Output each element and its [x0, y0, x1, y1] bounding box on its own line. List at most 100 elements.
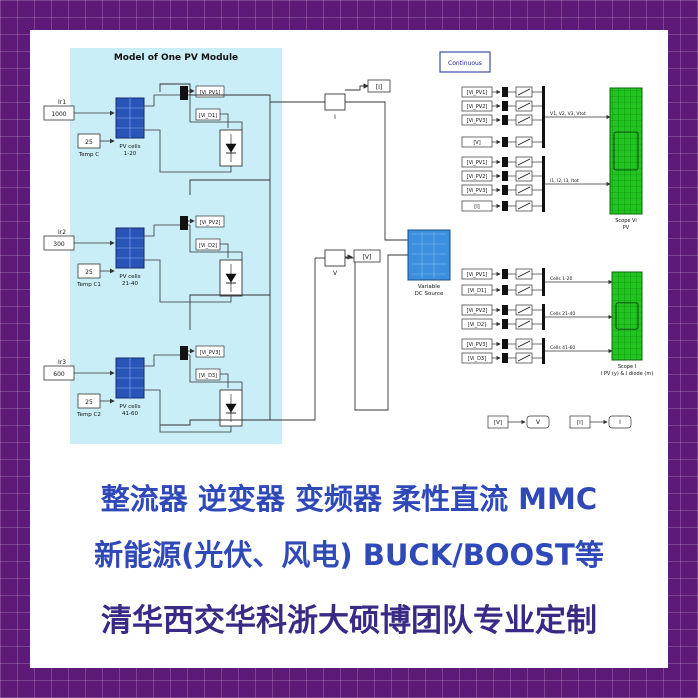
scope-gain-block[interactable] [502, 353, 508, 363]
diode-wire-top [189, 225, 243, 260]
dc-source-block[interactable] [407, 229, 451, 281]
temp-value: 25 [85, 269, 93, 276]
voltage-measure-block[interactable] [180, 216, 188, 230]
continuous-label: Continuous [448, 60, 482, 67]
pv-module-area [70, 48, 282, 444]
irradiance-value: 1000 [51, 111, 66, 118]
scope-input-label: [Vi_PV3] [467, 342, 488, 348]
voltage-measure-block[interactable] [180, 86, 188, 100]
current-goto-tag[interactable] [367, 79, 391, 93]
scope-gain-block[interactable] [502, 115, 508, 125]
scope-mux[interactable] [542, 338, 545, 364]
voltage-goto-label: [V] [363, 254, 372, 261]
pv-cell-label: PV cells [119, 144, 140, 150]
voltage-sensor[interactable] [324, 249, 346, 267]
scope-gain-block[interactable] [502, 285, 508, 295]
scope-conv-icon [517, 88, 531, 96]
scope-mux[interactable] [542, 86, 545, 148]
pv-cell-label: PV cells [119, 404, 140, 410]
voltage-measure-block[interactable] [180, 346, 188, 360]
scope-conv-icon [517, 138, 531, 146]
diode-wire-top [189, 95, 243, 130]
current-sensor-symbol: I [334, 114, 336, 121]
scope-gain-block[interactable] [502, 101, 508, 111]
scope-gain-block[interactable] [502, 201, 508, 211]
scope-conv-icon [517, 202, 531, 210]
scope-gain-block[interactable] [502, 137, 508, 147]
scope-conv-icon [517, 158, 531, 166]
irradiance-value: 600 [53, 371, 65, 378]
scope-trace [615, 302, 639, 330]
diode-wire-bottom [159, 424, 232, 433]
scope-mux[interactable] [542, 156, 545, 212]
goto-tag-top-label: [Vi_PV3] [200, 350, 221, 356]
continuous-block[interactable] [439, 51, 491, 73]
scope-gain-block[interactable] [502, 185, 508, 195]
goto-tag-bottom[interactable] [195, 108, 221, 121]
caption-line-3: 清华西交华科浙大硕博团队专业定制 [101, 603, 597, 639]
module-title: Model of One PV Module [114, 53, 238, 63]
goto-tag-top-label: [Vi_PV1] [200, 90, 221, 96]
scope-conv-icon [517, 102, 531, 110]
from-tag-label: [V] [494, 420, 502, 426]
workspace-block[interactable] [526, 415, 550, 429]
goto-tag-top[interactable] [195, 345, 225, 358]
scope-input-label: [Vi_PV2] [467, 104, 488, 110]
pv-cell-range: 41-60 [122, 411, 138, 417]
scope-gain-block[interactable] [502, 87, 508, 97]
workspace-label: I [619, 419, 621, 426]
pv-negative-wire [144, 129, 161, 164]
scope-grid [612, 272, 642, 360]
scope-gain-block[interactable] [502, 319, 508, 329]
scope-mux[interactable] [542, 304, 545, 330]
workspace-label: V [536, 419, 541, 426]
irradiance-value: 300 [53, 241, 65, 248]
goto-tag-top[interactable] [195, 215, 225, 228]
temp-label: Temp C2 [76, 412, 101, 418]
scope-conv-icon [517, 116, 531, 124]
scope-subtitle: PV [623, 225, 630, 231]
workspace-block[interactable] [608, 415, 632, 429]
scope-input-label: [I] [474, 204, 479, 210]
scope-mux-label: Cells 41-60 [550, 345, 575, 351]
scope-input-label: [Vi_PV1] [467, 90, 488, 96]
current-sensor[interactable] [324, 93, 346, 111]
pv-cell-range: 1-20 [124, 151, 137, 157]
scope-gain-block[interactable] [502, 157, 508, 167]
scope-gain-block[interactable] [502, 339, 508, 349]
scope-input-label: [Vi_PV3] [467, 188, 488, 194]
goto-tag-top[interactable] [195, 85, 225, 98]
scope-mux-label: Cells 21-40 [550, 311, 575, 317]
scope-conv-icon [517, 270, 531, 278]
scope-conv-icon [517, 354, 531, 362]
irradiance-label: Ir3 [58, 359, 66, 366]
pv-negative-wire [144, 389, 161, 424]
goto-tag-top-label: [Vi_PV2] [200, 220, 221, 226]
scope-input-label: [Vi_PV3] [467, 118, 488, 124]
temp-value: 25 [85, 399, 93, 406]
scope-gain-block[interactable] [502, 305, 508, 315]
scope-mux[interactable] [542, 268, 545, 296]
scope-input-label: [Vi_D3] [468, 356, 486, 362]
diode-wire-top [189, 355, 243, 390]
voltage-goto-tag[interactable] [353, 249, 381, 263]
goto-tag-bottom[interactable] [195, 238, 221, 251]
scope-gain-block[interactable] [502, 171, 508, 181]
goto-tag-bottom[interactable] [195, 368, 221, 381]
scope-input-label: [V] [473, 140, 480, 146]
pv-positive-wire [144, 94, 190, 107]
scope-mux-label: I1, I2, I3, Itot [550, 178, 579, 184]
scope-gain-block[interactable] [502, 269, 508, 279]
scope-conv-icon [517, 186, 531, 194]
scope-mux-label: V1, V2, V3, Vtot [550, 111, 586, 117]
current-goto-label: [I] [376, 84, 382, 91]
scope-i-group: [Vi_PV1][Vi_D1][Vi_PV2][Vi_D2][Vi_PV3][V… [461, 268, 653, 377]
dc-source-line2: DC Source [415, 291, 444, 297]
goto-tag-bottom-label: [Vi_D2] [199, 243, 217, 249]
pv-negative-wire [144, 259, 161, 294]
diode-current-wire [220, 373, 229, 388]
pv-cell-label: PV cells [119, 274, 140, 280]
